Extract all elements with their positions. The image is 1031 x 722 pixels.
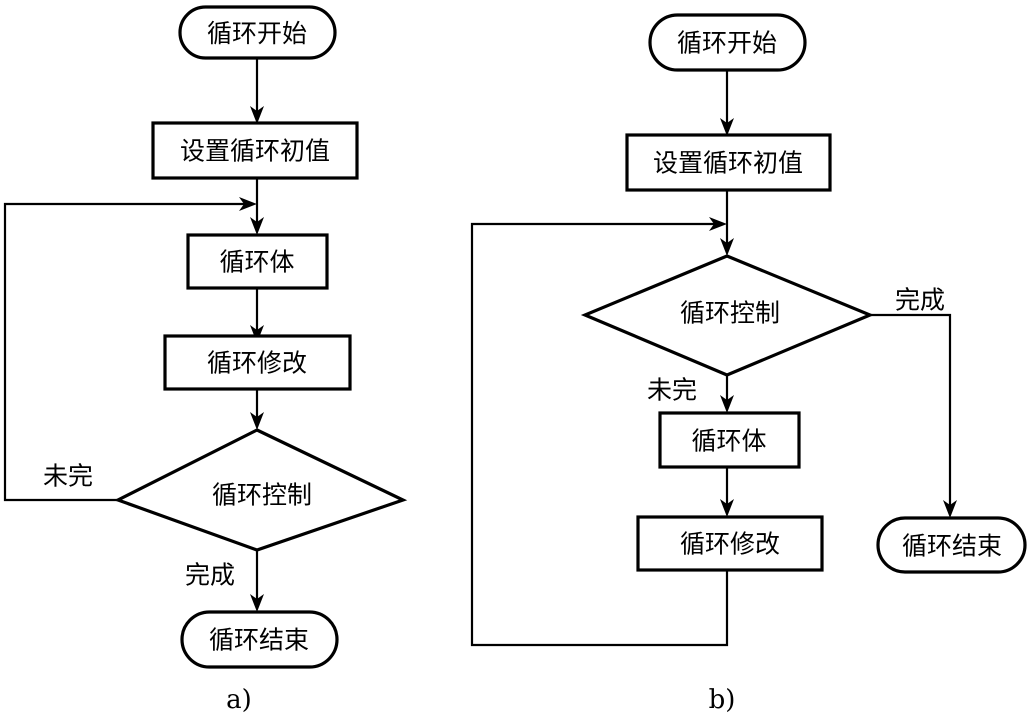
node-b-init-label: 设置循环初值 [653,149,803,178]
node-b-control[interactable]: 循环控制 [580,254,875,377]
diagram-a-connectors [3,58,264,612]
arrowhead-b-loopback [709,217,727,231]
edge-a-loopback [3,202,251,502]
arrowhead-a-body-to-modify [250,325,264,343]
arrowhead-b-init-to-control [720,238,734,256]
node-b-start[interactable]: 循环开始 [648,13,807,72]
edge-label-b-done: 完成 [895,286,945,315]
edge-label-b-not-done: 未完 [647,376,697,405]
node-b-modify-label: 循环修改 [680,530,780,559]
arrowhead-b-start-to-init [720,118,734,136]
node-a-init-label: 设置循环初值 [180,137,330,166]
node-a-init[interactable]: 设置循环初值 [151,121,359,180]
arrowhead-b-control-to-end [943,500,957,518]
node-a-end-label: 循环结束 [209,626,309,655]
process-shape [163,334,352,391]
process-shape [186,233,329,290]
decision-shape [580,254,875,377]
arrowhead-b-control-to-body [720,395,734,413]
node-b-modify[interactable]: 循环修改 [636,515,824,572]
node-b-body-label: 循环体 [691,427,766,456]
node-a-end[interactable]: 循环结束 [180,610,339,669]
terminator-shape [648,13,807,72]
edge-label-a-not-done: 未完 [43,462,93,491]
edge-b-control-to-end [870,313,952,512]
process-shape [658,411,801,469]
node-a-modify-label: 循环修改 [207,349,307,378]
arrowhead-a-control-to-end [250,594,264,612]
node-b-end-label: 循环结束 [902,532,1002,561]
node-b-init[interactable]: 设置循环初值 [625,133,832,192]
decision-shape [113,428,408,552]
terminator-shape [178,5,337,60]
node-a-start-label: 循环开始 [207,19,307,48]
node-a-modify[interactable]: 循环修改 [163,334,352,391]
node-a-control[interactable]: 循环控制 [113,428,408,552]
node-b-control-label: 循环控制 [680,299,780,328]
terminator-shape [180,610,339,669]
diagram-b: 循环开始 设置循环初值 循环控制 循环体 循环修改 循环结束 [470,13,1027,715]
node-b-body[interactable]: 循环体 [658,411,801,469]
arrowhead-a-loopback [239,197,257,211]
diagram-a: 循环开始 设置循环初值 循环体 循环修改 循环控制 循环结束 [3,5,408,715]
process-shape [151,121,359,180]
process-shape [636,515,824,572]
node-a-body-label: 循环体 [219,248,294,277]
arrowhead-a-init-to-body [250,217,264,235]
edge-b-loopback [470,222,729,647]
node-a-control-label: 循环控制 [212,481,312,510]
node-a-start[interactable]: 循环开始 [178,5,337,60]
caption-b: b) [709,685,736,715]
arrowhead-a-modify-to-control [250,412,264,430]
arrowhead-a-start-to-init [250,106,264,124]
edge-label-a-done: 完成 [185,561,235,590]
node-a-body[interactable]: 循环体 [186,233,329,290]
terminator-shape [876,516,1027,574]
caption-a: a) [226,685,252,715]
process-shape [625,133,832,192]
diagram-b-connectors [470,70,957,647]
node-b-start-label: 循环开始 [677,29,777,58]
arrowhead-b-body-to-modify [720,499,734,517]
node-b-end[interactable]: 循环结束 [876,516,1027,574]
